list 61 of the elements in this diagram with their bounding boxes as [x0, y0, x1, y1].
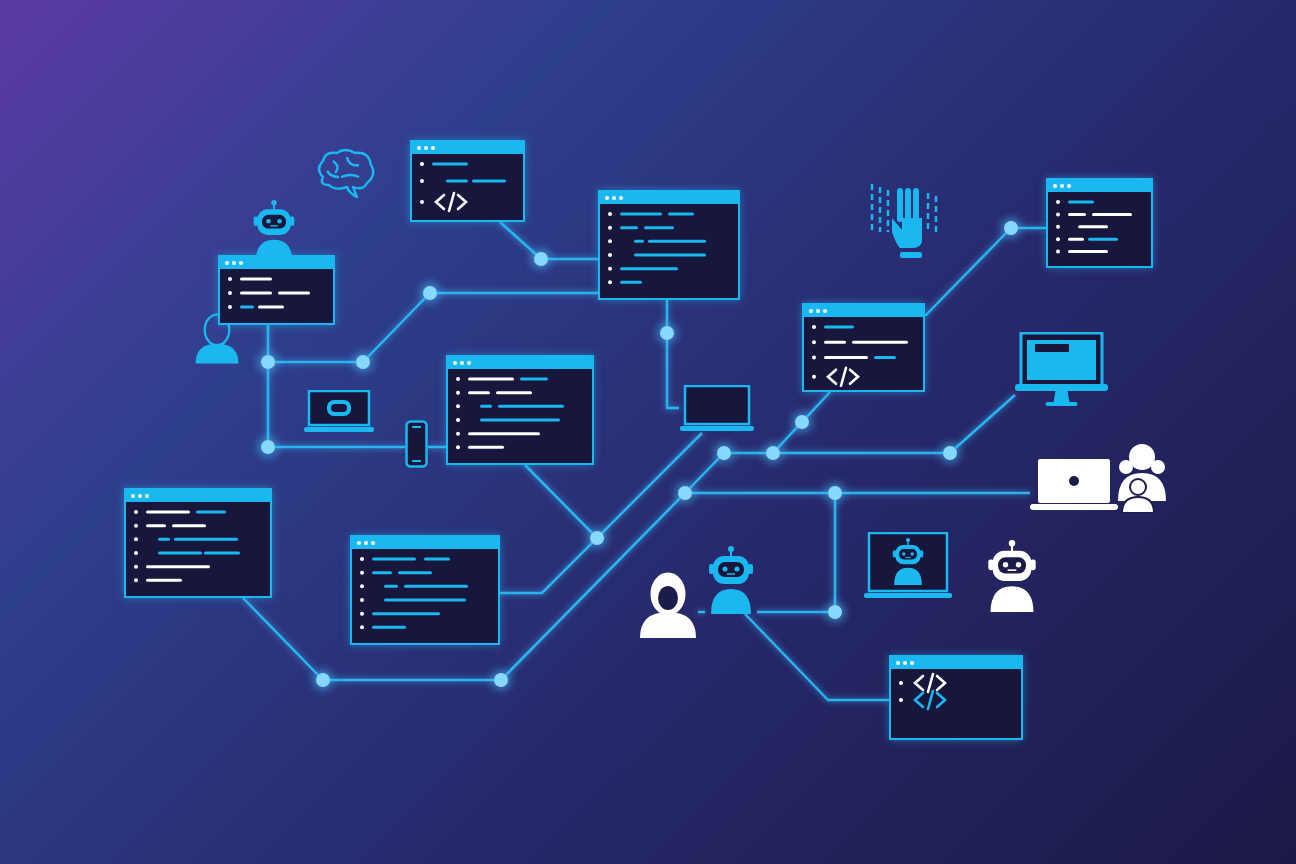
connector-line: [548, 257, 598, 261]
connector-line: [499, 221, 537, 256]
connector-line: [266, 369, 270, 440]
junction-dot: [423, 286, 437, 300]
connector-line: [698, 610, 705, 614]
connector-line: [689, 457, 720, 489]
junction-dot: [494, 673, 508, 687]
hooded-person-icon: [638, 572, 698, 638]
junction-dot: [828, 605, 842, 619]
laptop-team-icon: [1030, 443, 1168, 513]
connector-line: [1018, 226, 1046, 230]
laptop-icon: [679, 385, 755, 433]
code-window: [124, 488, 272, 598]
connector-line: [757, 610, 828, 614]
connector-line: [692, 491, 828, 495]
code-window: [598, 190, 740, 300]
connector-line: [437, 291, 598, 295]
junction-dot: [590, 531, 604, 545]
code-window: [410, 140, 525, 222]
connector-line: [665, 340, 679, 410]
code-window: [350, 535, 500, 645]
connector-line: [275, 360, 356, 364]
connector-line: [500, 542, 593, 595]
connector-line: [242, 597, 319, 676]
connector-line: [665, 300, 669, 326]
connector-line: [601, 432, 703, 534]
connector-line: [731, 451, 766, 455]
connector-line: [842, 491, 1030, 495]
junction-dot: [316, 673, 330, 687]
junction-dot: [534, 252, 548, 266]
junction-dot: [795, 415, 809, 429]
junction-dot: [766, 446, 780, 460]
connector-line: [367, 297, 426, 358]
code-window: [446, 355, 594, 465]
junction-dot: [261, 355, 275, 369]
phone-icon: [405, 420, 428, 468]
junction-dot: [1004, 221, 1018, 235]
junction-dot: [828, 486, 842, 500]
code-window: [1046, 178, 1153, 268]
junction-dot: [261, 440, 275, 454]
junction-dot: [717, 446, 731, 460]
connector-line: [505, 497, 681, 676]
connector-line: [780, 451, 943, 455]
connector-line: [275, 445, 405, 449]
connector-line: [744, 613, 889, 702]
code-window: [802, 303, 925, 392]
connector-line: [266, 325, 270, 355]
junction-dot: [678, 486, 692, 500]
connector-line: [833, 500, 837, 605]
code-window: [889, 655, 1023, 740]
junction-dot: [660, 326, 674, 340]
connector-line: [924, 232, 1007, 317]
connector-line: [805, 391, 831, 418]
junction-dot: [356, 355, 370, 369]
code-window: [218, 255, 335, 325]
monitor-icon: [1015, 332, 1108, 406]
connector-line: [954, 394, 1016, 450]
junction-dot: [943, 446, 957, 460]
connector-line: [524, 464, 593, 534]
connector-line: [330, 678, 494, 682]
connector-line: [776, 426, 799, 449]
